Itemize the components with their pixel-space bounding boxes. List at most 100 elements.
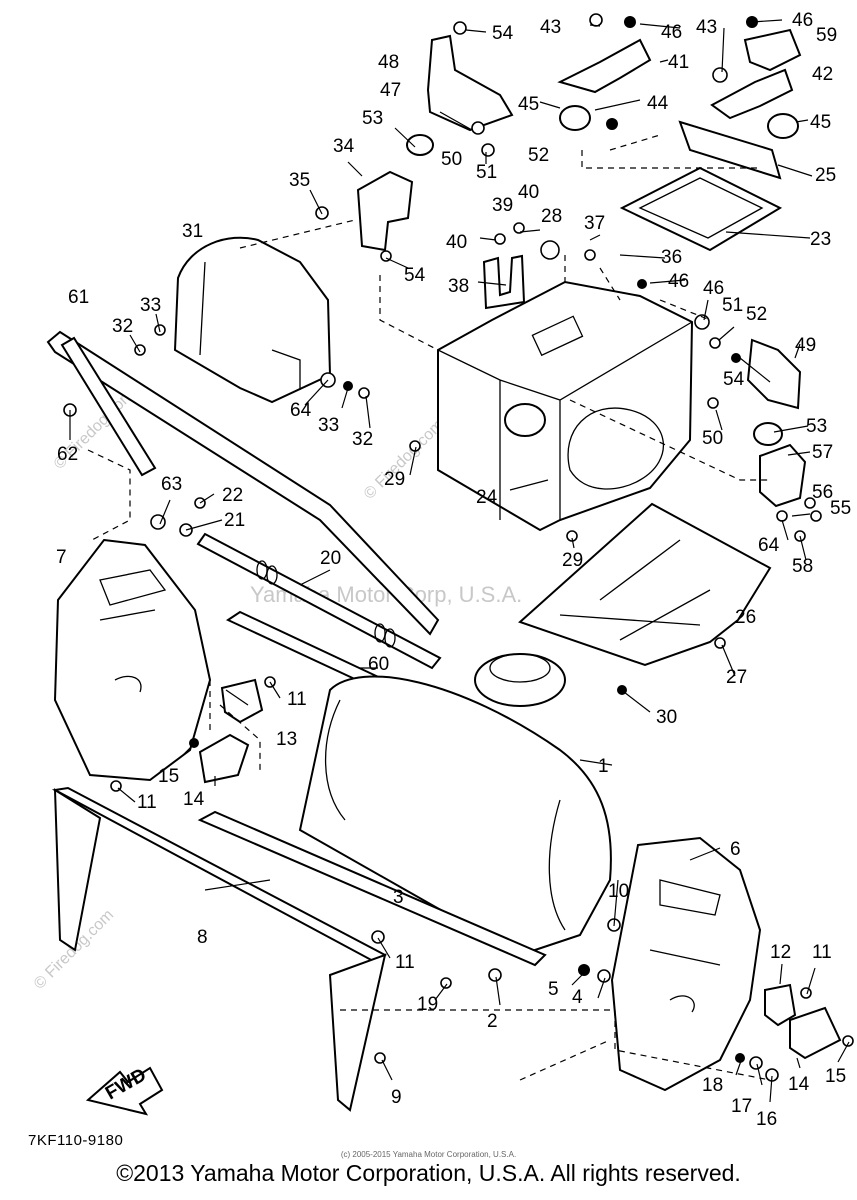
bearing-12 xyxy=(764,983,797,1027)
callout-label: 11 xyxy=(287,689,307,710)
chute-base xyxy=(474,653,566,707)
callout-label: 11 xyxy=(395,952,415,973)
frame-24-bearing xyxy=(504,403,546,437)
callout-label: 41 xyxy=(668,52,689,73)
callout-label: 2 xyxy=(487,1011,498,1032)
callout-label: 9 xyxy=(391,1087,402,1108)
shaft-20-splines xyxy=(256,560,396,648)
chute-base-ring xyxy=(489,653,551,683)
callout-label: 1 xyxy=(598,756,609,777)
rod-61-leg xyxy=(60,336,157,477)
callout-label: 31 xyxy=(182,221,203,242)
callout-labels: 1 2 3 4 5 6 7 8 9 10 11 11 11 11 12 13 1… xyxy=(56,10,851,1130)
callout-label: 54 xyxy=(492,23,514,44)
callout-label: 13 xyxy=(276,729,297,750)
callout-label: 19 xyxy=(417,994,438,1015)
callout-label: 8 xyxy=(197,927,208,948)
bar-8-leg xyxy=(53,788,102,952)
side-plate-6 xyxy=(610,836,762,1092)
callout-label: 33 xyxy=(318,415,339,436)
frame-24-opening xyxy=(531,315,584,357)
callout-label: 29 xyxy=(384,469,405,490)
callout-label: 6 xyxy=(730,839,741,860)
callout-label: 44 xyxy=(647,93,669,114)
callout-label: 5 xyxy=(548,979,559,1000)
callout-label: 46 xyxy=(668,271,689,292)
rubber-mount-45a xyxy=(559,105,591,131)
gasket-23 xyxy=(619,166,783,252)
bracket-49 xyxy=(746,338,802,410)
callout-label: 53 xyxy=(362,108,383,129)
bracket-47 xyxy=(426,34,514,132)
callout-label: 46 xyxy=(661,22,682,43)
bracket-14b xyxy=(789,1006,842,1060)
bracket-59 xyxy=(743,28,802,72)
callout-label: 32 xyxy=(112,316,133,337)
callout-label: 61 xyxy=(68,287,89,308)
callout-label: 58 xyxy=(792,556,813,577)
callout-label: 51 xyxy=(722,295,743,316)
dashed-lines xyxy=(87,134,771,1081)
lower-plate-26 xyxy=(518,502,772,667)
callout-label: 40 xyxy=(446,232,467,253)
lower-plate-26-inner xyxy=(559,539,711,641)
small-copyright: (c) 2005-2015 Yamaha Motor Corporation, … xyxy=(340,1150,517,1159)
rubber-53b xyxy=(753,422,783,446)
callout-label: 56 xyxy=(812,482,833,503)
callout-label: 54 xyxy=(404,265,426,286)
callout-label: 40 xyxy=(518,182,539,203)
callout-label: 38 xyxy=(448,276,469,297)
copyright-notice: ©2013 Yamaha Motor Corporation, U.S.A. A… xyxy=(116,1160,741,1186)
callout-label: 23 xyxy=(810,229,831,250)
rubber-mount-45b xyxy=(767,113,799,139)
callout-label: 52 xyxy=(746,304,767,325)
callout-label: 49 xyxy=(795,335,816,356)
callout-label: 42 xyxy=(812,64,833,85)
callout-label: 33 xyxy=(140,295,161,316)
rubber-53a xyxy=(406,134,434,156)
callout-label: 10 xyxy=(608,881,629,902)
mount-41 xyxy=(557,38,652,94)
callout-label: 25 xyxy=(815,165,836,186)
callout-label: 20 xyxy=(320,548,341,569)
mount-42 xyxy=(710,68,794,120)
callout-label: 60 xyxy=(368,654,389,675)
fwd-arrow: FWD xyxy=(85,1065,164,1116)
callout-label: 26 xyxy=(735,607,756,628)
callout-label: 55 xyxy=(830,498,851,519)
callout-label: 21 xyxy=(224,510,245,531)
leader-lines xyxy=(69,19,850,1103)
callout-label: 37 xyxy=(584,213,605,234)
callout-label: 52 xyxy=(528,145,549,166)
callout-label: 16 xyxy=(756,1109,777,1130)
callout-label: 27 xyxy=(726,667,747,688)
gasket-23-inner xyxy=(638,177,764,239)
callout-label: 14 xyxy=(183,789,205,810)
callout-label: 14 xyxy=(788,1074,810,1095)
callout-label: 36 xyxy=(661,247,682,268)
callout-label: 50 xyxy=(702,428,723,449)
bracket-38 xyxy=(482,254,526,310)
callout-label: 15 xyxy=(825,1066,846,1087)
shear-bar-3 xyxy=(197,810,547,967)
bracket-14a xyxy=(198,733,250,784)
callout-label: 62 xyxy=(57,444,78,465)
side-plate-6-detail xyxy=(649,879,721,1013)
callout-label: 53 xyxy=(806,416,827,437)
callout-label: 64 xyxy=(758,535,780,556)
callout-label: 12 xyxy=(770,942,791,963)
frame-24 xyxy=(437,280,694,532)
callout-label: 45 xyxy=(810,112,831,133)
callout-label: 46 xyxy=(792,10,813,31)
callout-label: 4 xyxy=(572,987,583,1008)
shaft-20 xyxy=(196,532,442,670)
callout-label: 11 xyxy=(812,942,832,963)
plate-25 xyxy=(678,120,782,180)
callout-label: 11 xyxy=(137,792,157,813)
callout-label: 64 xyxy=(290,400,312,421)
callout-label: 35 xyxy=(289,170,310,191)
side-plate-7 xyxy=(53,538,212,782)
callout-label: 47 xyxy=(380,80,401,101)
callout-label: 28 xyxy=(541,206,562,227)
callout-label: 34 xyxy=(333,136,355,157)
